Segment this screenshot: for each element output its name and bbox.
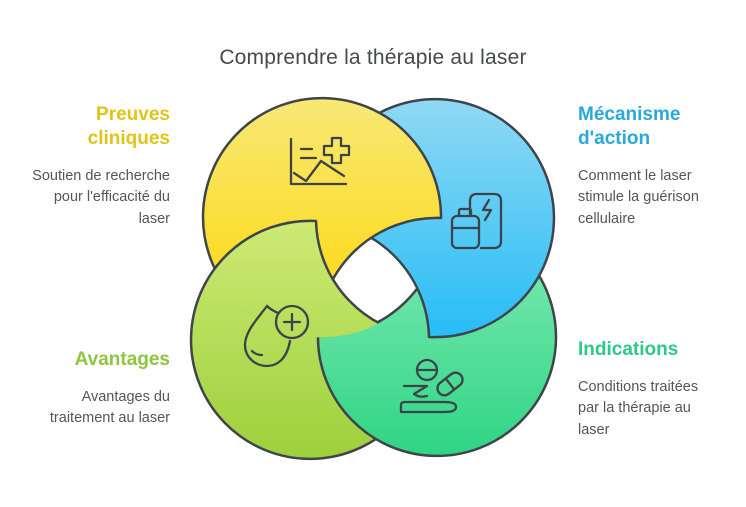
- section-indications: Indications Conditions traitées par la t…: [578, 338, 718, 441]
- hand-pills-icon: [399, 358, 464, 414]
- section-heading: Preuves cliniques: [87, 104, 170, 149]
- section-body: Avantages du traitement au laser: [49, 388, 170, 427]
- section-body: Comment le laser stimule la guérison cel…: [578, 167, 699, 227]
- section-clinical-evidence: Preuves cliniques Soutien de recherche p…: [30, 103, 170, 230]
- battery-charging-icon: [450, 192, 503, 250]
- section-heading: Mécanisme d'action: [578, 104, 681, 149]
- section-benefits: Avantages Avantages du traitement au las…: [30, 348, 170, 430]
- section-heading: Indications: [578, 339, 679, 360]
- section-heading: Avantages: [74, 349, 170, 370]
- section-body: Conditions traitées par la thérapie au l…: [578, 378, 699, 438]
- rings: [189, 96, 558, 461]
- chart-medical-icon: [289, 136, 351, 186]
- page-title: Comprendre la thérapie au laser: [219, 46, 527, 69]
- section-mechanism-of-action: Mécanisme d'action Comment le laser stim…: [578, 103, 718, 230]
- droplet-plus-icon: [243, 304, 310, 368]
- ring-icons: [243, 136, 503, 414]
- section-body: Soutien de recherche pour l'efficacité d…: [32, 167, 170, 227]
